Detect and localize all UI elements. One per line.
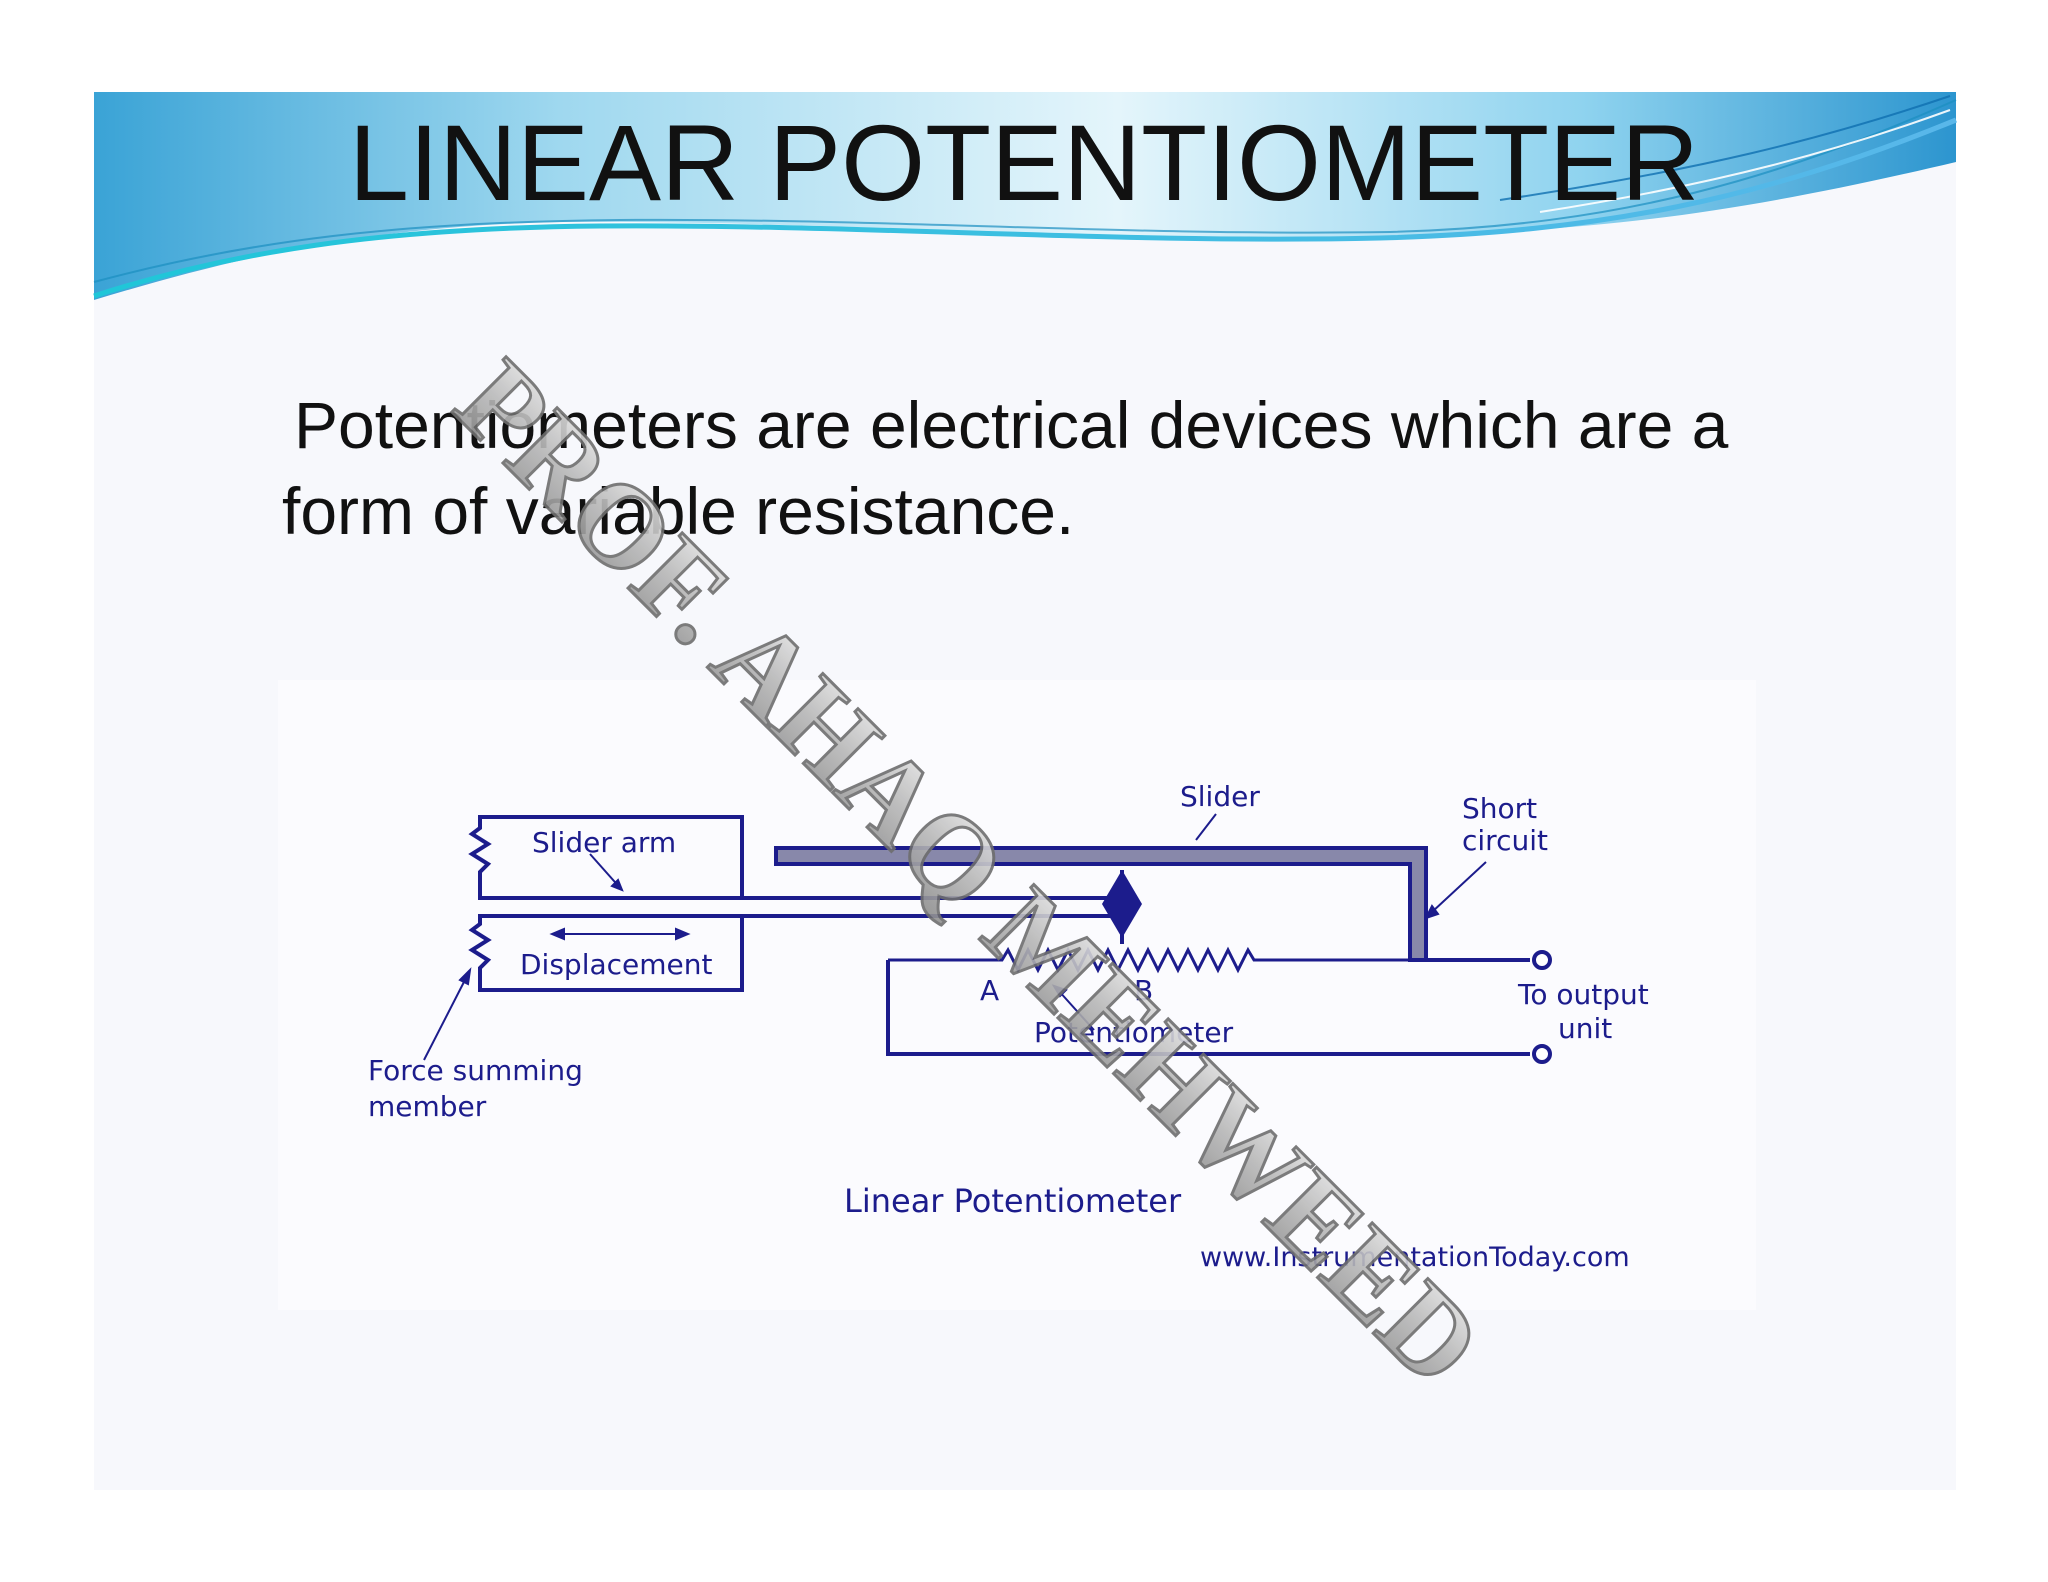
label-displacement: Displacement <box>520 948 713 981</box>
label-force-summing-1: Force summing <box>368 1054 583 1087</box>
slide-title: LINEAR POTENTIOMETER <box>349 102 1699 223</box>
label-output-1: To output <box>1517 978 1649 1011</box>
body-line-1: Potentiometers are electrical devices wh… <box>294 388 1729 462</box>
diagram-caption: Linear Potentiometer <box>844 1182 1182 1220</box>
slider-arm-rod <box>480 896 1120 918</box>
diagram-source: www.InstrumentationToday.com <box>1200 1242 1630 1273</box>
label-force-summing-2: member <box>368 1090 487 1123</box>
label-point-a: A <box>980 974 999 1007</box>
output-circuit <box>886 950 1552 1064</box>
diagram-background <box>278 680 1756 1310</box>
body-line-2: form of variable resistance. <box>282 474 1074 548</box>
label-short-circuit-1: Short <box>1462 792 1537 825</box>
label-point-b: B <box>1134 974 1153 1007</box>
label-short-circuit-2: circuit <box>1462 824 1548 857</box>
potentiometer-diagram: Slider arm Displacement Force summing me… <box>278 680 1756 1310</box>
label-potentiometer: Potentiometer <box>1034 1016 1234 1049</box>
leader-arrows <box>423 813 1487 1061</box>
label-slider: Slider <box>1180 780 1260 813</box>
title-banner <box>93 92 1957 300</box>
slider-arm-box <box>468 815 744 992</box>
resistor-zigzag <box>888 946 1410 974</box>
label-slider-arm: Slider arm <box>532 826 676 859</box>
label-output-2: unit <box>1558 1012 1612 1045</box>
